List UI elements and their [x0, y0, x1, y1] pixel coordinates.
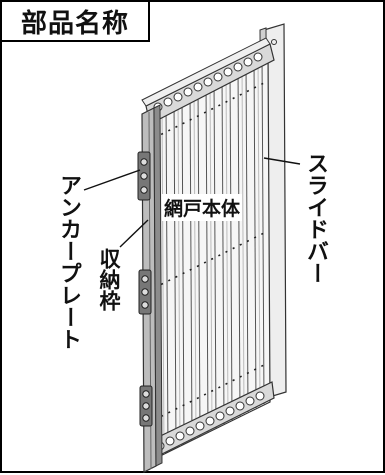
slide-bar-leader: [263, 157, 301, 165]
label-screen-body: 網戸本体: [162, 194, 243, 221]
diagram-title: 部品名称: [20, 8, 129, 39]
storage-frame-leader: [119, 219, 149, 248]
leader-lines: [83, 157, 301, 248]
label-slide-bar: スライドバー: [303, 152, 328, 284]
top-rail: [141, 37, 275, 125]
title-tab: 部品名称: [2, 2, 150, 42]
label-anchor-plate: アンカープレート: [56, 174, 81, 350]
label-storage-frame: 収納枠: [97, 248, 121, 311]
screen-body: [149, 49, 271, 461]
anchor-plates: [137, 151, 153, 427]
anchor-plate-leader: [83, 169, 141, 191]
